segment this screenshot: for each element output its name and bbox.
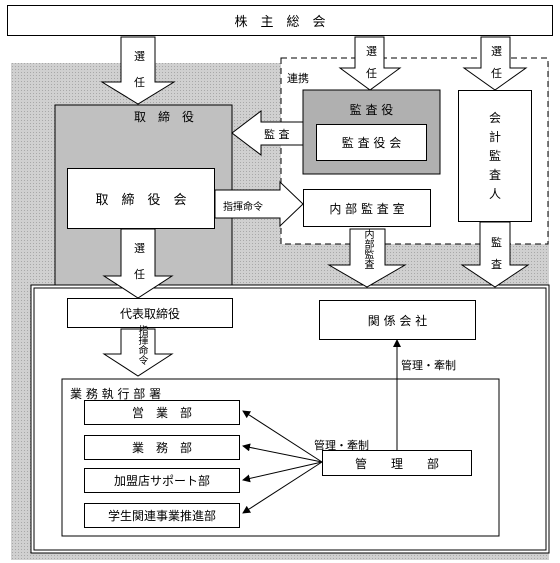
audit-board-box: 監 査 役 会 bbox=[316, 124, 427, 161]
renkei-label: 連携 bbox=[287, 72, 309, 85]
administration-box: 管 理 部 bbox=[322, 450, 472, 476]
elect-label-1: 選 任 bbox=[134, 50, 145, 89]
audit-label-2: 監 査 bbox=[491, 236, 502, 271]
elect-label-3: 選 任 bbox=[491, 45, 502, 80]
sales-box: 営 業 部 bbox=[84, 400, 240, 425]
shareholders-meeting-box: 株 主 総 会 bbox=[7, 5, 553, 36]
board-of-directors-label: 取 締 役 会 bbox=[95, 193, 187, 208]
command-arrow-2 bbox=[102, 328, 174, 377]
control-line-operations bbox=[242, 443, 323, 463]
control-line-student bbox=[242, 461, 323, 514]
student-business-box: 学生関連事業推進部 bbox=[84, 503, 240, 528]
command-label-2: 指揮命令 bbox=[136, 325, 147, 365]
representative-director-label: 代表取締役 bbox=[119, 306, 180, 321]
franchise-support-label: 加盟店サポート部 bbox=[113, 474, 210, 488]
command-arrow-1 bbox=[214, 180, 304, 228]
control-label-2: 管理・牽制 bbox=[314, 439, 369, 452]
elect-label-4: 選 任 bbox=[134, 242, 145, 281]
student-business-label: 学生関連事業推進部 bbox=[107, 509, 216, 523]
affiliates-box: 関 係 会 社 bbox=[319, 300, 476, 340]
internal-audit-arrow-label: 内部監査 bbox=[362, 229, 373, 269]
sales-label: 営 業 部 bbox=[131, 406, 192, 420]
audit-board-label: 監 査 役 会 bbox=[341, 136, 402, 150]
shareholders-meeting-label: 株 主 総 会 bbox=[234, 15, 326, 30]
administration-label: 管 理 部 bbox=[354, 456, 439, 471]
accounting-auditor-label: 会 計 監 査 人 bbox=[488, 110, 501, 201]
representative-director-box: 代表取締役 bbox=[67, 298, 233, 328]
internal-audit-box: 内 部 監 査 室 bbox=[303, 189, 431, 227]
auditor-label: 監 査 役 bbox=[349, 103, 394, 117]
accounting-auditor-box: 会 計 監 査 人 bbox=[458, 90, 532, 222]
operations-box: 業 務 部 bbox=[84, 435, 240, 460]
elect-arrow-2 bbox=[338, 36, 402, 91]
audit-arrow-2 bbox=[460, 221, 530, 288]
command-label-1: 指揮命令 bbox=[223, 202, 263, 213]
elect-arrow-3 bbox=[462, 36, 528, 91]
control-line-franchise bbox=[242, 461, 323, 483]
audit-arrow bbox=[231, 109, 304, 157]
business-divisions-label: 業 務 執 行 部 署 bbox=[70, 387, 162, 401]
operations-label: 業 務 部 bbox=[131, 441, 192, 455]
directors-label: 取 締 役 bbox=[133, 110, 194, 124]
elect-arrow-1 bbox=[100, 36, 176, 105]
elect-arrow-4 bbox=[102, 228, 174, 299]
franchise-support-box: 加盟店サポート部 bbox=[84, 468, 240, 493]
board-of-directors-box: 取 締 役 会 bbox=[67, 168, 215, 229]
control-label-1: 管理・牽制 bbox=[401, 359, 456, 372]
internal-audit-arrow bbox=[327, 228, 407, 288]
audit-label: 監 査 bbox=[264, 128, 290, 141]
affiliates-label: 関 係 会 社 bbox=[367, 313, 428, 328]
control-line-sales bbox=[242, 410, 323, 463]
elect-label-2: 選 任 bbox=[366, 45, 377, 80]
internal-audit-label: 内 部 監 査 室 bbox=[329, 201, 405, 216]
